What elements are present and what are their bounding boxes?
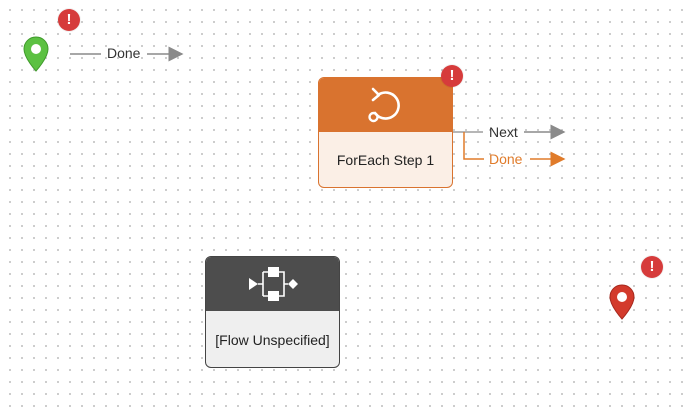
start-done-label[interactable]: Done [107, 45, 141, 61]
done-line-stub [463, 132, 484, 160]
foreach-error-badge[interactable]: ! [441, 65, 463, 87]
start-map-pin-icon[interactable] [23, 36, 49, 72]
foreach-step-header [319, 78, 452, 132]
done-connector-label[interactable]: Done [489, 151, 523, 167]
end-error-badge[interactable]: ! [641, 256, 663, 278]
flow-step-title: [Flow Unspecified] [215, 331, 330, 348]
next-connector-label[interactable]: Next [489, 124, 518, 140]
start-error-badge[interactable]: ! [58, 9, 80, 31]
flow-icon [248, 267, 298, 301]
foreach-step-node[interactable]: ForEach Step 1 [318, 77, 453, 188]
flow-step-header [206, 257, 339, 311]
foreach-step-title: ForEach Step 1 [336, 152, 435, 168]
loop-icon [367, 87, 400, 123]
end-map-pin-icon[interactable] [609, 284, 635, 320]
flow-step-node[interactable]: [Flow Unspecified] [205, 256, 340, 368]
